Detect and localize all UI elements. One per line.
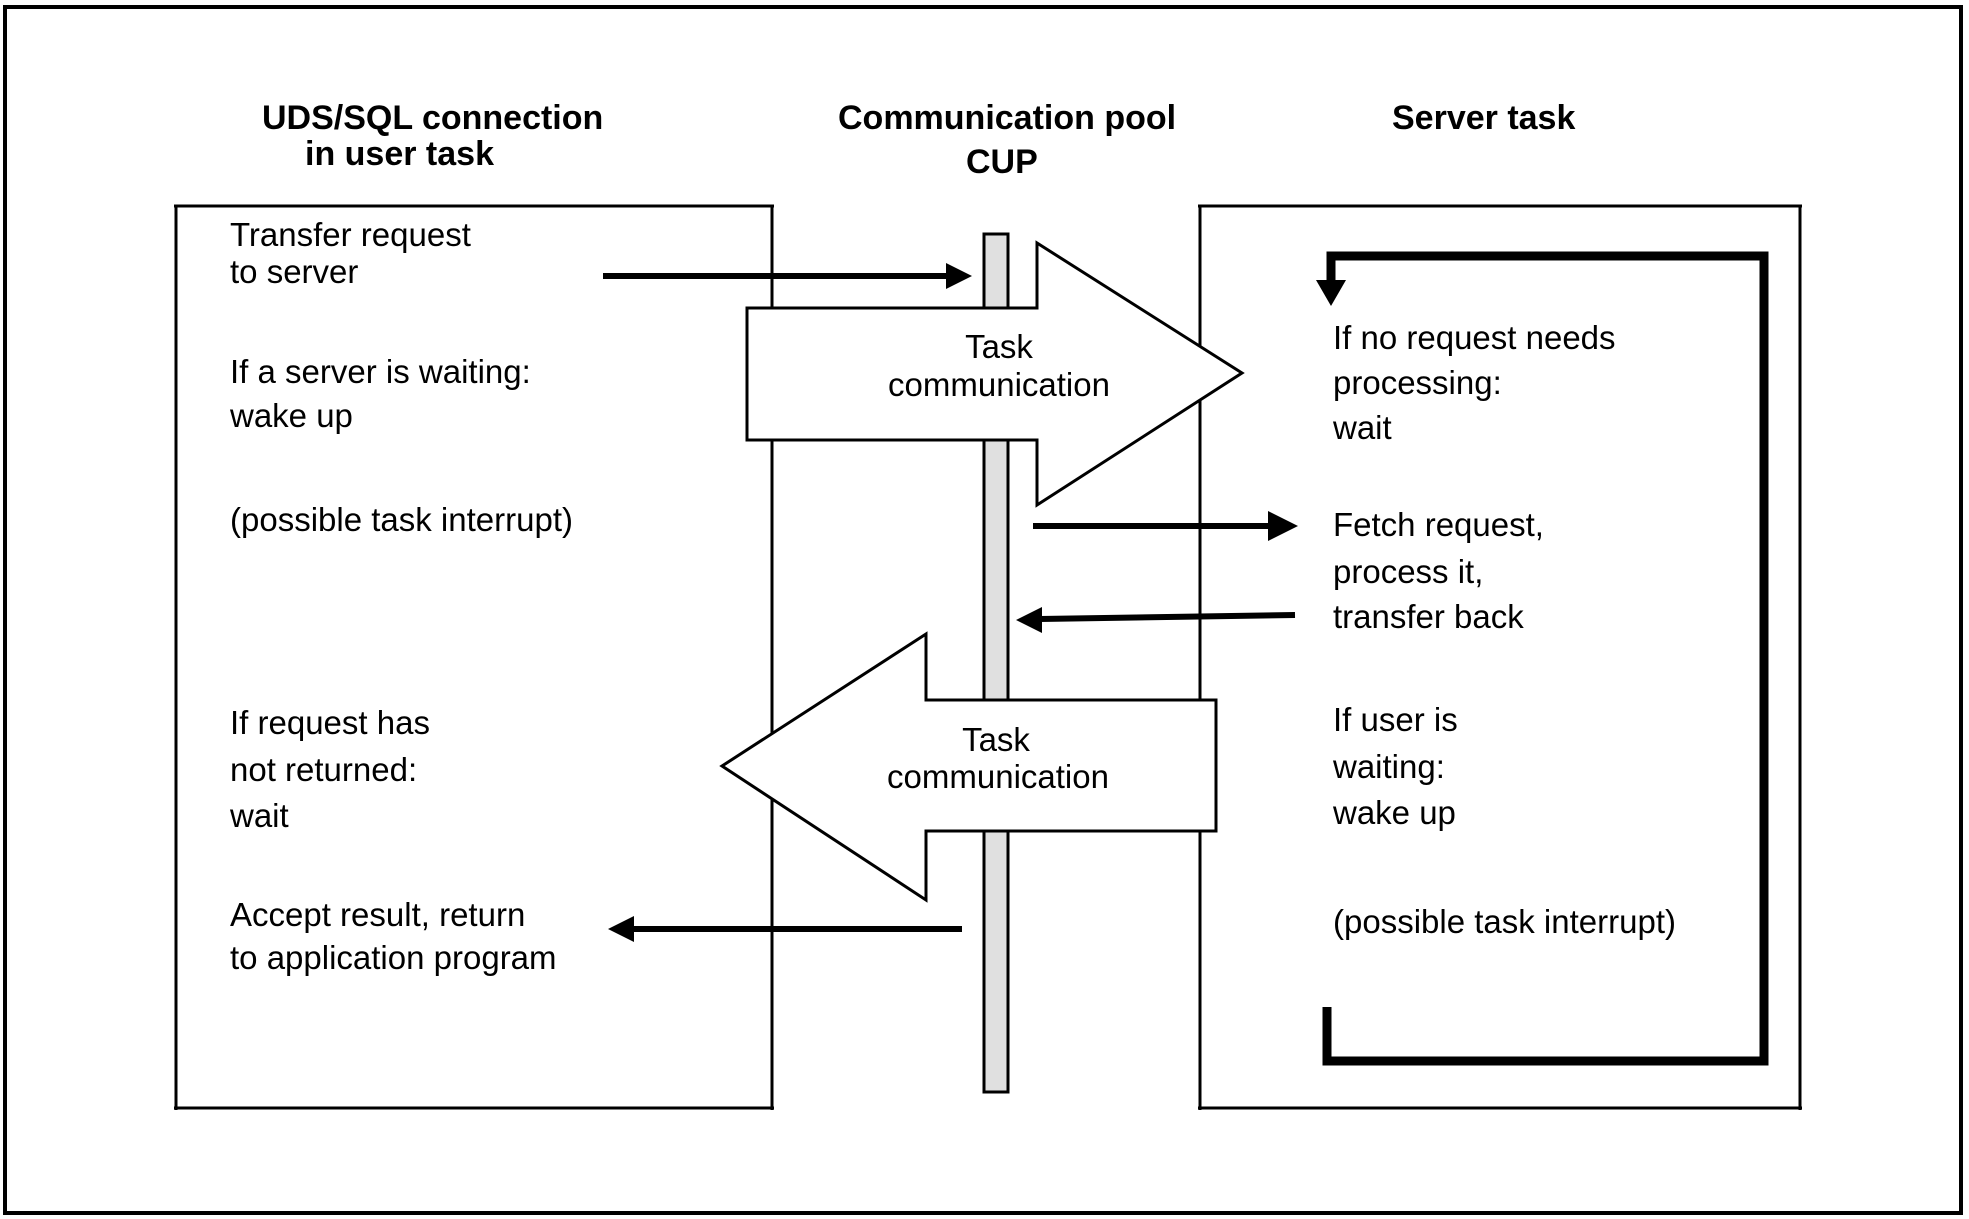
transfer-request-text-line1: Transfer request xyxy=(230,216,471,253)
no-request-text-line1: If no request needs xyxy=(1333,319,1616,356)
transfer-request-arrow xyxy=(603,263,972,289)
outer-frame xyxy=(3,5,1963,1215)
header-comm-pool-line1: Communication pool xyxy=(838,99,1176,137)
header-user-task-line2: in user task xyxy=(305,135,494,173)
fetch-request-arrow xyxy=(1033,511,1298,541)
arrow-left-label-line1: Task xyxy=(962,721,1030,758)
user-waiting-text-line2: waiting: xyxy=(1332,748,1445,785)
accept-result-arrow xyxy=(608,916,962,942)
task-communication-arrow-right xyxy=(745,240,1245,508)
no-request-text-line2: processing: xyxy=(1333,364,1502,401)
arrow-right-label-line2: communication xyxy=(888,366,1110,403)
user-waiting-text-line3: wake up xyxy=(1332,794,1456,831)
task-interrupt-right-text: (possible task interrupt) xyxy=(1333,903,1676,940)
user-waiting-text-line1: If user is xyxy=(1333,701,1458,738)
no-request-text-line3: wait xyxy=(1332,409,1392,446)
header-comm-pool-line2: CUP xyxy=(966,143,1038,181)
request-not-returned-text-line3: wait xyxy=(229,797,289,834)
server-waiting-text-line2: wake up xyxy=(229,397,353,434)
task-interrupt-left-text: (possible task interrupt) xyxy=(230,501,573,538)
accept-result-text-line2: to application program xyxy=(230,939,557,976)
request-not-returned-text-line1: If request has xyxy=(230,704,430,741)
task-communication-arrow-left xyxy=(719,631,1218,903)
server-waiting-text-line1: If a server is waiting: xyxy=(230,353,531,390)
arrow-right-label-line1: Task xyxy=(965,328,1033,365)
transfer-back-arrow xyxy=(1016,607,1296,633)
arrow-left-label-line2: communication xyxy=(887,758,1109,795)
fetch-request-text-line2: process it, xyxy=(1333,553,1483,590)
header-server-task: Server task xyxy=(1392,99,1575,137)
fetch-request-text-line1: Fetch request, xyxy=(1333,506,1544,543)
fetch-request-text-line3: transfer back xyxy=(1333,598,1524,635)
server-loop-arrow xyxy=(1316,251,1769,1066)
request-not-returned-text-line2: not returned: xyxy=(230,751,417,788)
accept-result-text-line1: Accept result, return xyxy=(230,896,525,933)
header-user-task-line1: UDS/SQL connection xyxy=(262,99,603,137)
transfer-request-text-line2: to server xyxy=(230,253,358,290)
